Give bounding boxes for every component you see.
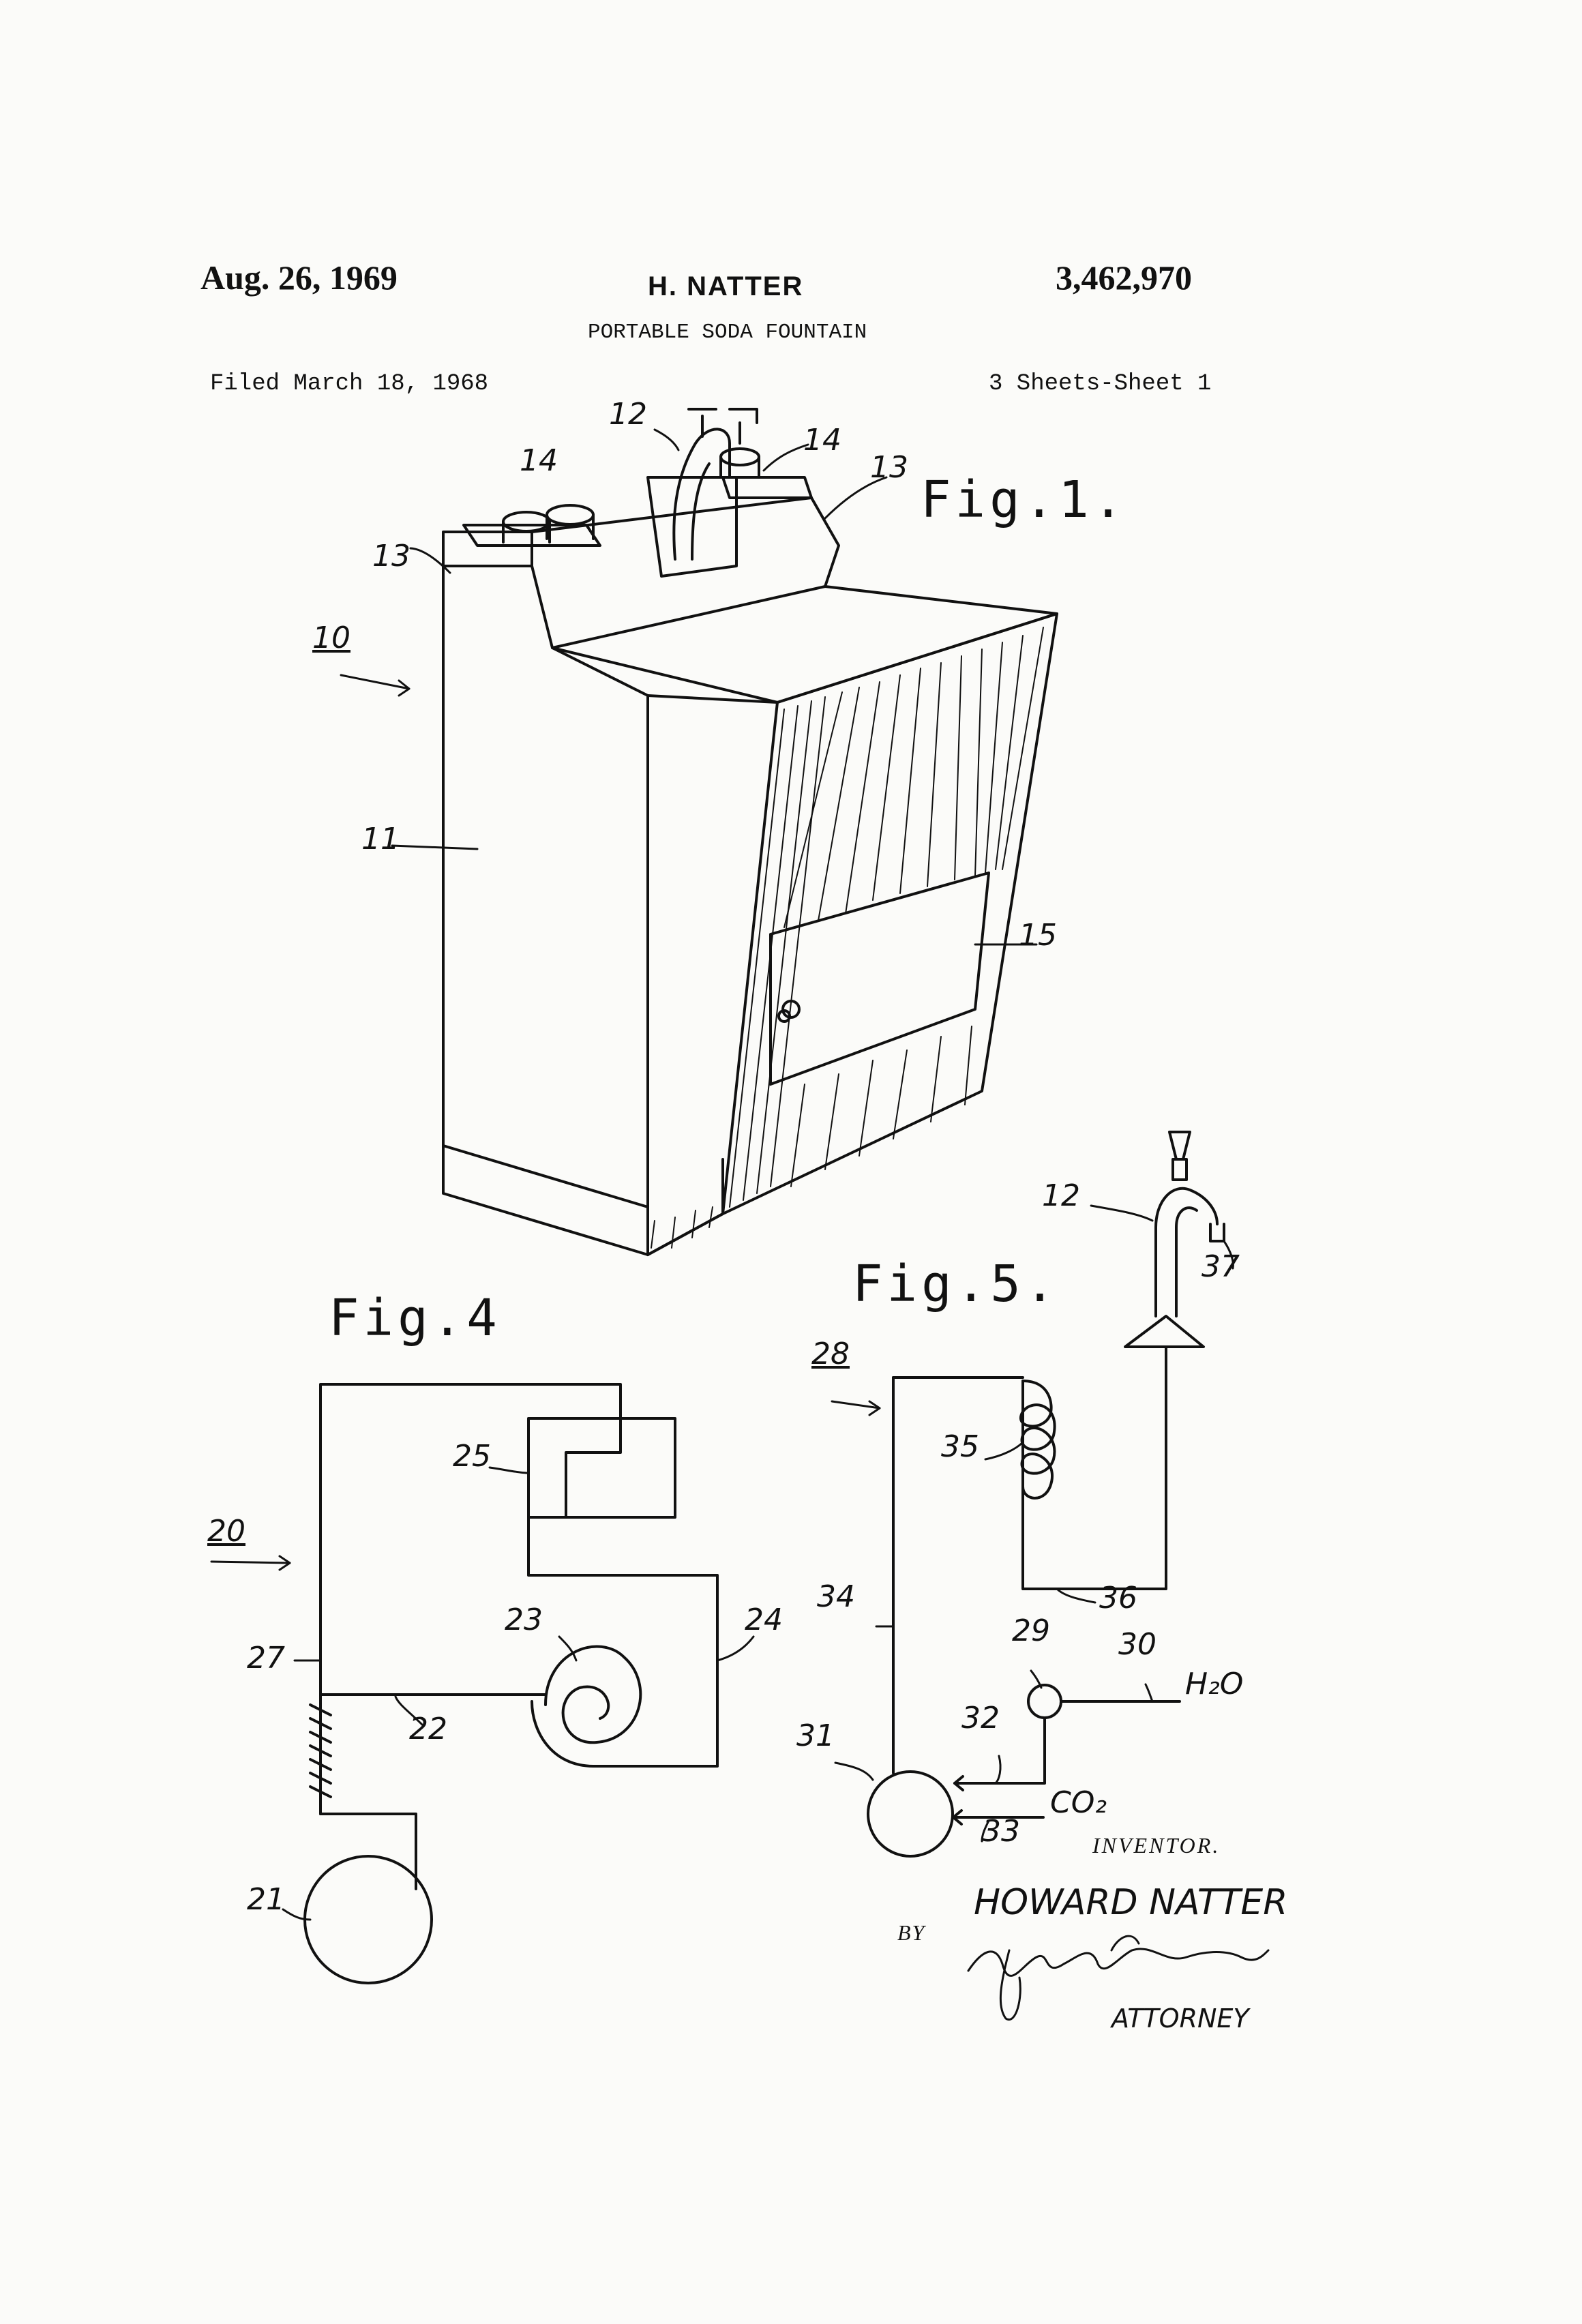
ref-37: 37 bbox=[1202, 1249, 1240, 1284]
ref-29: 29 bbox=[1012, 1613, 1050, 1648]
ref-10: 10 bbox=[312, 621, 350, 655]
ref-30: 30 bbox=[1118, 1627, 1156, 1662]
inventor-name: HOWARD NATTER bbox=[974, 1882, 1288, 1923]
fig1-leaders bbox=[340, 428, 1038, 946]
ref-12-faucet: 12 bbox=[609, 397, 647, 432]
patent-date: Aug. 26, 1969 bbox=[200, 258, 398, 297]
sheet-count: 3 Sheets-Sheet 1 bbox=[989, 371, 1212, 397]
ref-20: 20 bbox=[207, 1514, 245, 1549]
ref-33: 33 bbox=[982, 1814, 1020, 1849]
fig4-leaders bbox=[210, 1466, 755, 1921]
ref-11: 11 bbox=[361, 822, 400, 856]
ref-14-left: 14 bbox=[520, 443, 558, 478]
fig4-circuit-drawing bbox=[303, 1383, 719, 1984]
ref-36: 36 bbox=[1099, 1581, 1137, 1615]
ref-22: 22 bbox=[409, 1712, 447, 1746]
patent-number: 3,462,970 bbox=[1056, 258, 1192, 297]
patent-title: PORTABLE SODA FOUNTAIN bbox=[588, 321, 867, 344]
ref-23: 23 bbox=[505, 1603, 543, 1637]
filed-date: Filed March 18, 1968 bbox=[210, 371, 489, 397]
ref-12-fig5: 12 bbox=[1042, 1178, 1080, 1213]
co2-label: CO₂ bbox=[1050, 1785, 1107, 1820]
ref-15: 15 bbox=[1019, 918, 1057, 953]
fig5-circuit-drawing bbox=[867, 1131, 1225, 1858]
by-label: BY bbox=[897, 1920, 926, 1945]
ref-28: 28 bbox=[811, 1337, 850, 1371]
ref-21: 21 bbox=[247, 1882, 285, 1917]
ref-34: 34 bbox=[817, 1579, 855, 1614]
inventor-label: INVENTOR. bbox=[1092, 1833, 1221, 1858]
ref-13-right: 13 bbox=[870, 450, 908, 485]
attorney-label: ATTORNEY bbox=[1111, 2003, 1249, 2034]
attorney-signature-drawing bbox=[967, 1935, 1270, 2021]
fig5-label: Fig.5. bbox=[852, 1255, 1060, 1313]
ref-32: 32 bbox=[961, 1701, 1000, 1735]
ref-14-right: 14 bbox=[803, 423, 841, 458]
inventor-header: H. NATTER bbox=[648, 271, 804, 301]
fig1-label: Fig.1. bbox=[921, 471, 1128, 529]
fig1-side-hatching bbox=[651, 627, 1044, 1249]
ref-27: 27 bbox=[247, 1641, 285, 1675]
h2o-label: H₂O bbox=[1185, 1667, 1244, 1701]
fig5-leaders bbox=[831, 1204, 1234, 1843]
ref-13-left: 13 bbox=[372, 539, 411, 573]
ref-35: 35 bbox=[941, 1429, 979, 1464]
fig4-label: Fig.4 bbox=[329, 1289, 501, 1347]
ref-25: 25 bbox=[453, 1439, 491, 1474]
ref-31: 31 bbox=[796, 1718, 835, 1753]
fig1-cabinet-drawing bbox=[442, 408, 1058, 1256]
ref-24: 24 bbox=[745, 1603, 783, 1637]
